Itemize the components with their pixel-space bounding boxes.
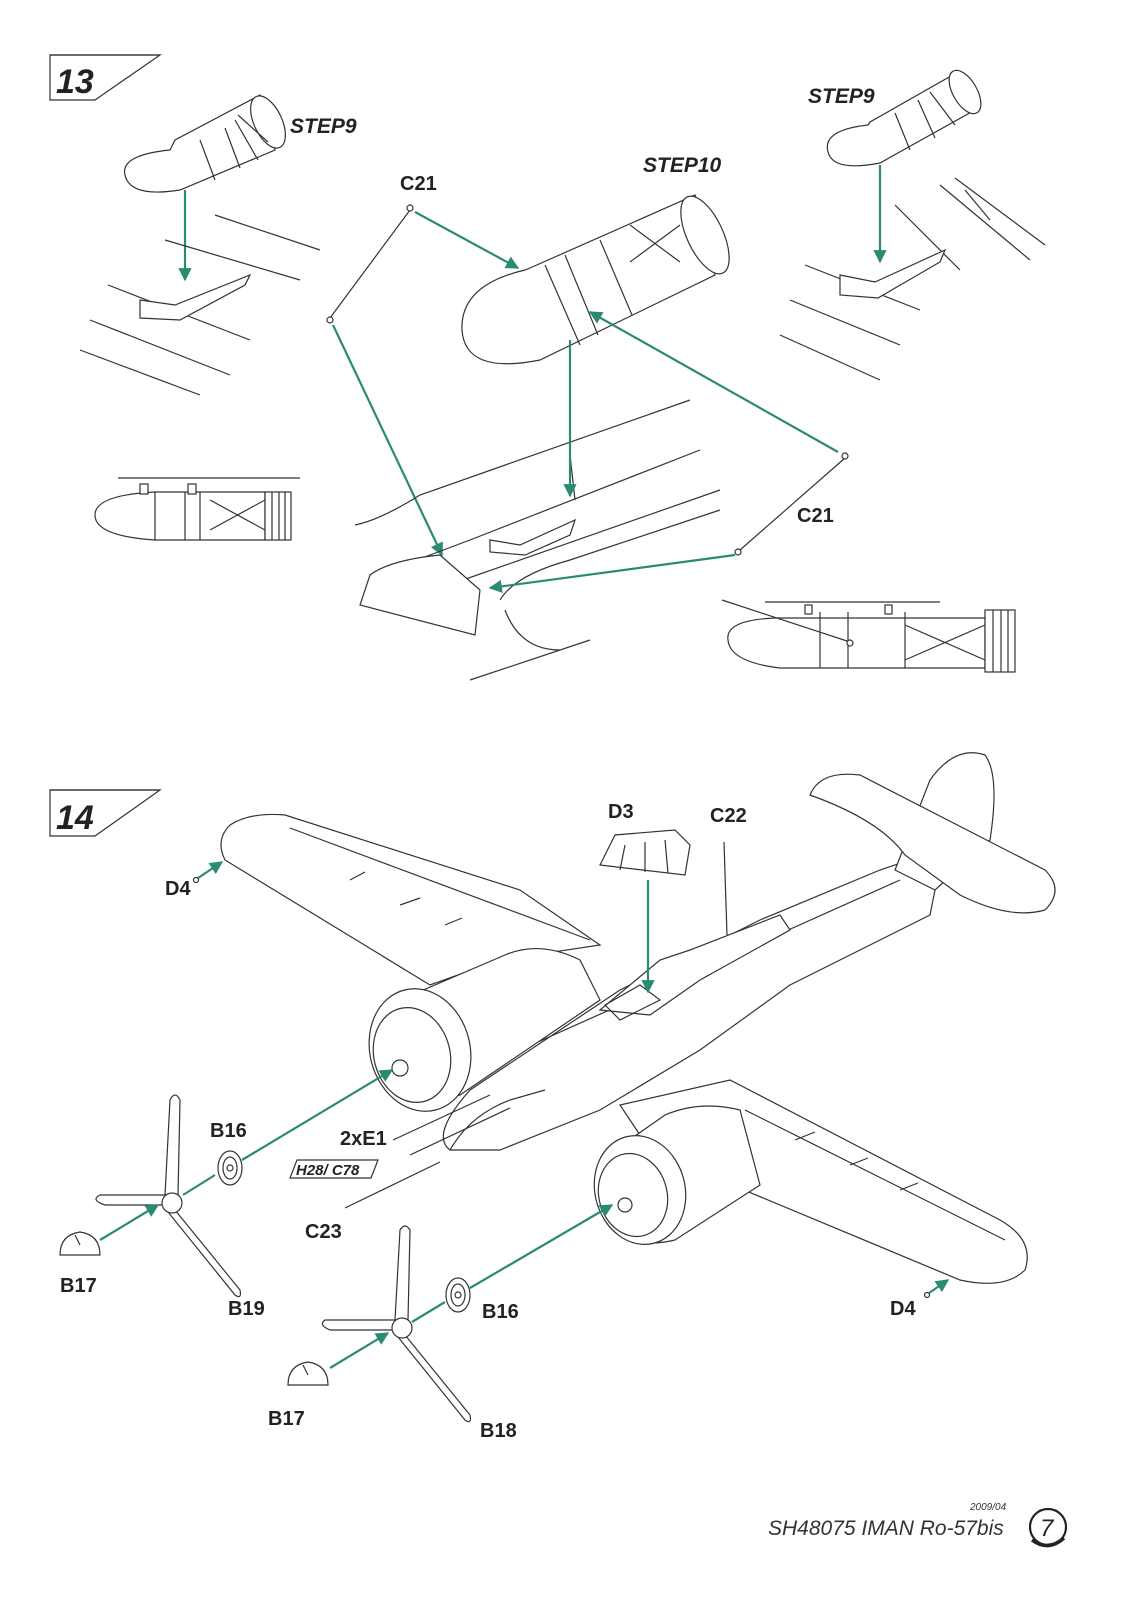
d3-label: D3	[608, 801, 634, 823]
arrow-d4-left	[197, 861, 224, 879]
side-view-tank-left	[94, 477, 300, 541]
spinner-b17-right	[287, 1361, 329, 1386]
step10-label: STEP10	[643, 154, 722, 177]
pylon-left	[139, 273, 252, 321]
drop-tank-right	[826, 69, 982, 167]
arrow-d4-right	[928, 1279, 950, 1294]
c21-right-label: C21	[797, 505, 834, 527]
part-c23	[344, 1161, 441, 1209]
footer-date: 2009/04	[969, 1502, 1007, 1513]
page-number-badge: 7	[1028, 1507, 1068, 1548]
strut-c21-top	[326, 204, 414, 324]
part-d4-left	[192, 876, 200, 884]
aircraft-ro57bis	[220, 752, 1056, 1284]
d4-right-label: D4	[890, 1298, 916, 1320]
b19-label: B19	[228, 1298, 265, 1320]
pylon-right	[839, 248, 947, 299]
arrow-prop-to-b16-left	[182, 1174, 216, 1196]
arrow-c21-top-to-wing	[332, 324, 443, 557]
c22-label: C22	[710, 805, 747, 827]
side-view-tank-right	[721, 599, 1016, 673]
alt-parts-label: H28/ C78	[296, 1162, 360, 1179]
arrow-c21-top-to-tank	[414, 211, 520, 269]
spinner-b17-left	[59, 1231, 101, 1256]
arrow-c21-right-to-wing	[488, 553, 736, 593]
footer-title: SH48075 IMAN Ro-57bis	[768, 1517, 1004, 1540]
arrow-prop-to-b16-right	[411, 1301, 446, 1323]
page-number: 7	[1040, 1515, 1055, 1542]
step-number-14: 14	[56, 799, 94, 837]
part-d4-right	[923, 1291, 931, 1299]
wing-center	[354, 399, 721, 681]
part-b16-left	[217, 1150, 243, 1186]
d4-left-label: D4	[165, 878, 191, 900]
wing-lines-left	[79, 214, 321, 396]
arrow-c21-right-to-tank	[588, 311, 839, 453]
e1-label: 2xE1	[340, 1128, 387, 1150]
part-d3-canopy	[599, 829, 691, 876]
step-14: 14	[49, 752, 1056, 1442]
strut-c21-right	[734, 452, 849, 556]
b16-right-label: B16	[482, 1301, 519, 1323]
arrow-b17-left	[99, 1204, 160, 1241]
b17-right-label: B17	[268, 1408, 305, 1430]
arrow-b16-left-to-engine	[241, 1069, 394, 1161]
b16-left-label: B16	[210, 1120, 247, 1142]
part-e1-guns	[392, 1094, 511, 1156]
b17-left-label: B17	[60, 1275, 97, 1297]
propeller-left-b19	[95, 1094, 242, 1298]
step-number-13: 13	[56, 63, 94, 101]
step-number-14-box: 14	[49, 789, 162, 837]
step-number-13-box: 13	[49, 54, 162, 101]
alt-parts-box: H28/ C78	[289, 1159, 379, 1179]
arrow-b17-right	[329, 1332, 390, 1369]
part-b16-right	[445, 1277, 471, 1313]
c23-label: C23	[305, 1221, 342, 1243]
step9-left-label: STEP9	[290, 115, 357, 138]
arrow-b16-right-to-engine	[469, 1204, 614, 1289]
step-13: 13 STEP9	[49, 54, 1046, 681]
drop-tank-left	[123, 94, 286, 193]
propeller-right-b18	[321, 1225, 472, 1423]
footer: 2009/04 SH48075 IMAN Ro-57bis 7	[768, 1502, 1068, 1548]
step9-right-label: STEP9	[808, 85, 875, 108]
part-c22-antenna	[723, 841, 728, 936]
c21-top-label: C21	[400, 173, 437, 195]
wing-lines-right	[779, 177, 1046, 381]
b18-label: B18	[480, 1420, 517, 1442]
drop-tank-center	[461, 194, 730, 365]
